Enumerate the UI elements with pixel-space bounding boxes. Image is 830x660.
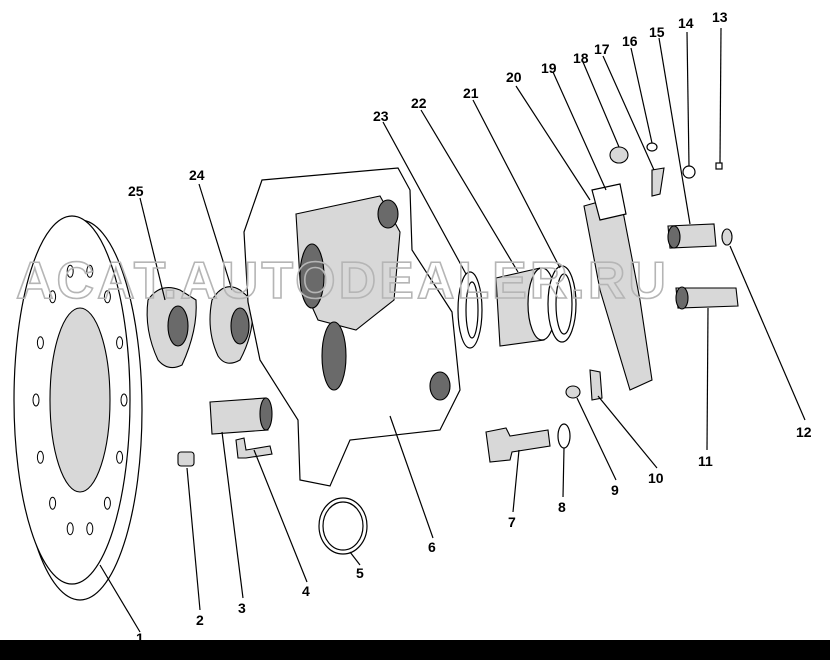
part-3-sleeve <box>209 397 273 435</box>
part-8-washer <box>557 423 571 449</box>
callout-15: 15 <box>649 24 665 40</box>
part-15-bolt <box>667 223 717 249</box>
disc-bolt-hole <box>49 290 57 304</box>
callout-14: 14 <box>678 15 694 31</box>
part-24-gear-nut <box>209 286 254 364</box>
callout-5: 5 <box>356 565 364 581</box>
leader-lines <box>99 27 806 633</box>
disc-bolt-hole <box>103 496 111 510</box>
bottom-black-band <box>0 640 830 660</box>
part-10-pin <box>589 369 603 401</box>
part-6-caliper-carrier <box>243 167 461 487</box>
callout-9: 9 <box>611 482 619 498</box>
callout-7: 7 <box>508 514 516 530</box>
part-12-seal-cap <box>721 228 733 246</box>
part-4-small-bolt <box>235 437 273 459</box>
callout-22: 22 <box>411 95 427 111</box>
part-16-washer <box>646 142 658 152</box>
part-22-piston <box>495 267 557 347</box>
callout-24: 24 <box>189 167 205 183</box>
callout-2: 2 <box>196 612 204 628</box>
disc-bolt-hole <box>116 336 124 350</box>
callout-labels: 1 2 3 4 5 6 7 8 9 10 11 12 13 14 15 16 1… <box>128 9 812 646</box>
watermark-text: ACAT.AUTODEALER.RU <box>16 252 669 310</box>
part-17-pin <box>651 167 665 197</box>
part-13-cap <box>715 162 723 170</box>
callout-21: 21 <box>463 85 479 101</box>
callout-13: 13 <box>712 9 728 25</box>
callout-19: 19 <box>541 60 557 76</box>
callout-6: 6 <box>428 539 436 555</box>
part-9-nut <box>565 385 581 399</box>
callout-4: 4 <box>302 583 310 599</box>
part-23-seal <box>457 271 483 349</box>
disc-bolt-hole <box>36 450 44 464</box>
disc-bolt-hole <box>120 393 128 407</box>
disc-bolt-hole <box>66 264 74 278</box>
disc-bolt-hole <box>86 264 94 278</box>
part-19-pad-spring <box>591 183 627 221</box>
callout-8: 8 <box>558 499 566 515</box>
part-2-plug <box>177 451 195 467</box>
part-21-ring <box>547 265 577 343</box>
callout-1: 1 <box>136 630 144 646</box>
part-1-brake-disc <box>13 215 143 601</box>
disc-bolt-hole <box>103 290 111 304</box>
part-5-o-ring <box>318 497 368 555</box>
disc-bolt-hole <box>66 522 74 536</box>
callout-16: 16 <box>622 33 638 49</box>
callout-25: 25 <box>128 183 144 199</box>
callout-20: 20 <box>506 69 522 85</box>
callout-10: 10 <box>648 470 664 486</box>
disc-bolt-hole <box>49 496 57 510</box>
disc-bolt-hole <box>86 522 94 536</box>
callout-18: 18 <box>573 50 589 66</box>
callout-3: 3 <box>238 600 246 616</box>
part-11-guide-pin <box>675 286 739 310</box>
part-7-bolt <box>485 427 551 463</box>
callout-17: 17 <box>594 41 610 57</box>
callout-11: 11 <box>698 453 713 469</box>
part-18-nut <box>609 146 629 164</box>
callout-12: 12 <box>796 424 812 440</box>
disc-bolt-hole <box>116 450 124 464</box>
part-25-hub-cap <box>146 287 197 369</box>
callout-23: 23 <box>373 108 389 124</box>
part-14-washer <box>682 165 696 179</box>
disc-bolt-hole <box>36 336 44 350</box>
disc-bolt-hole <box>32 393 40 407</box>
